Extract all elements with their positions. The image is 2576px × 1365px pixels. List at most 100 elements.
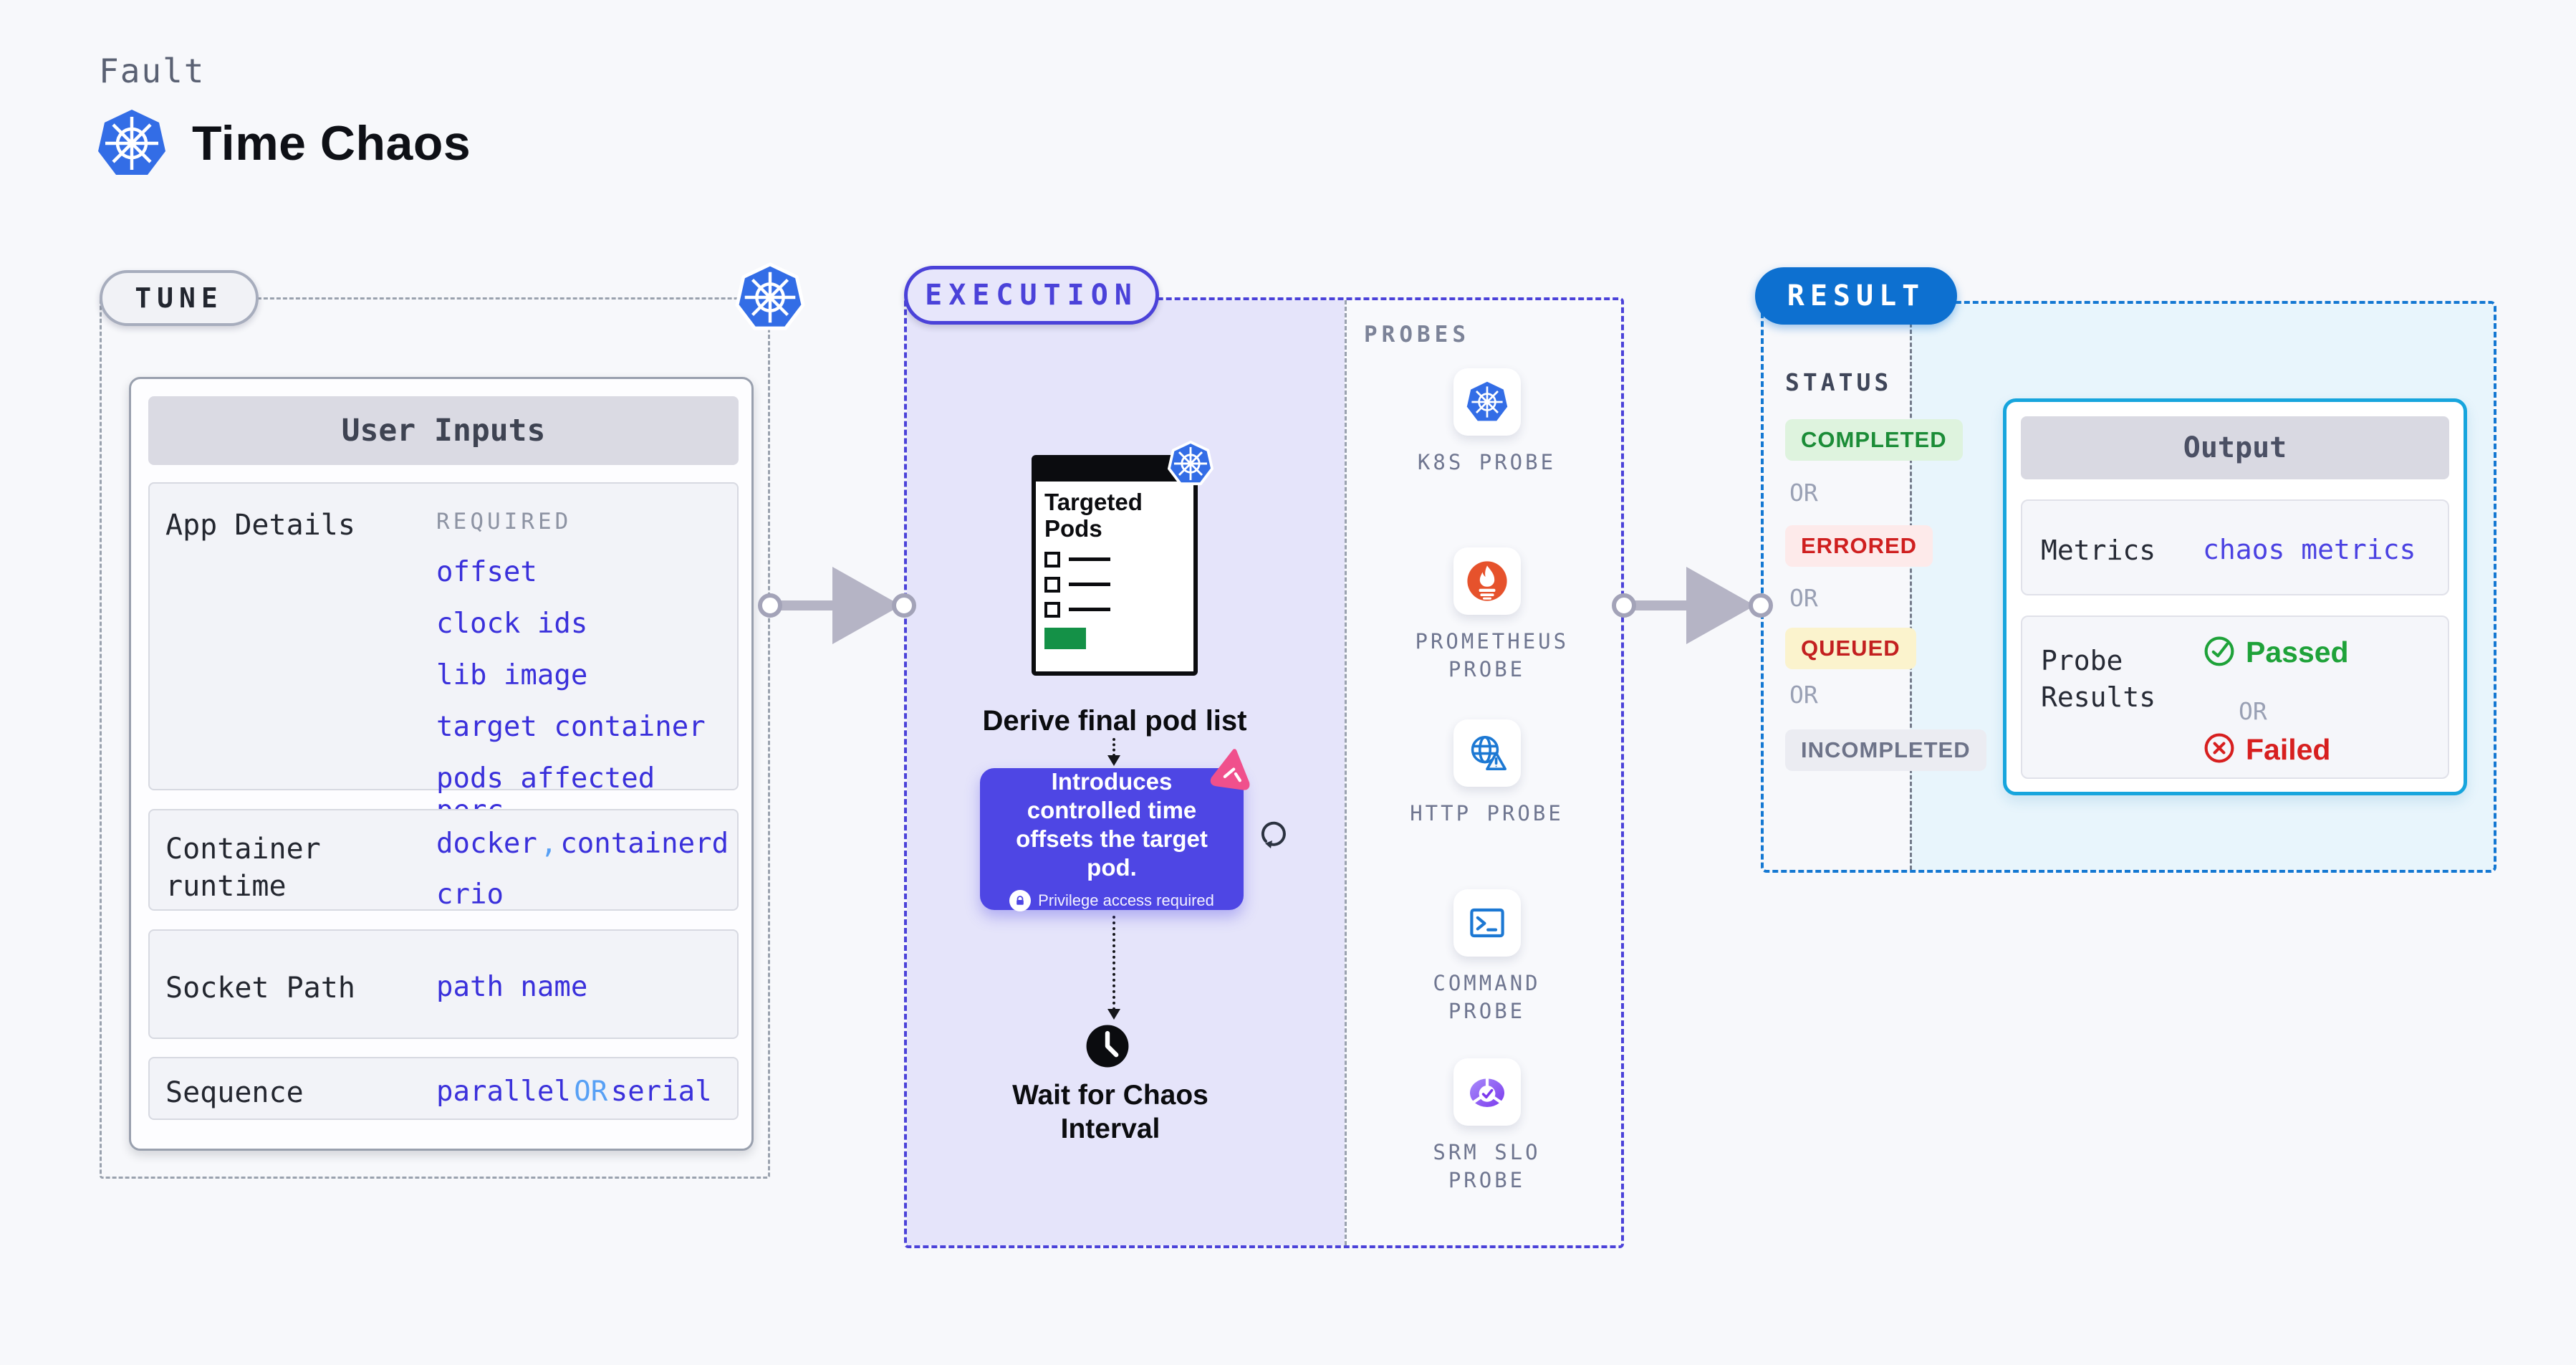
input-value: path name [436,971,588,1003]
probe-label: PROMETHEUS PROBE [1415,629,1570,682]
output-card: Output Metrics chaos metrics Probe Resul… [2003,398,2467,795]
probe-item: K8S PROBE [1347,368,1621,476]
container-runtime-label: Container runtime [165,833,321,903]
probe-label: COMMAND PROBE [1433,971,1541,1024]
socket-path-label: Socket Path [165,972,355,1005]
list-line [1069,608,1110,612]
http-globe-warning-icon [1453,719,1521,787]
metrics-value: chaos metrics [2203,534,2416,565]
or-separator: OR [1789,479,1818,507]
pod-list-item [1044,551,1188,567]
input-value: parallel [436,1076,571,1108]
probe-results-row: Probe Results Passed OR [2021,616,2449,779]
checkbox-icon [1044,601,1060,618]
terminal-icon [1453,889,1521,957]
tune-phase-badge: TUNE [100,270,259,326]
status-badge-incompleted: INCOMPLETED [1785,729,1986,771]
fault-description-text: Introduces controlled time offsets the t… [1016,767,1208,881]
list-line [1069,583,1110,587]
prometheus-icon [1453,547,1521,615]
kubernetes-icon [96,106,168,181]
targeted-pods-figure: Targeted Pods [1032,441,1213,676]
app-details-label: App Details [165,509,355,542]
wait-chaos-interval-label: Wait for Chaos Interval [1012,1080,1208,1144]
metrics-label: Metrics [2041,535,2156,566]
kubernetes-icon [1168,441,1213,487]
separator: , [540,828,557,860]
or-separator: OR [1789,681,1818,709]
status-badge-queued: QUEUED [1785,628,1916,669]
privilege-note: Privilege access required [1038,891,1214,909]
or-separator: OR [1789,584,1818,612]
window-title-bar [1035,459,1194,482]
pod-list-item [1044,576,1188,593]
flow-connector [1112,916,1115,1010]
fault-description-card: Introduces controlled time offsets the t… [980,767,1244,911]
checkbox-icon [1044,576,1060,593]
connector-dot [758,593,782,618]
or-separator: OR [2239,697,2267,725]
required-tag: REQUIRED [436,509,572,535]
flow-connector [1112,738,1115,757]
input-value: crio [436,878,504,911]
probe-item: SRM SLO PROBE [1347,1058,1621,1194]
probe-item: COMMAND PROBE [1347,889,1621,1025]
sequence-label: Sequence [165,1076,304,1109]
tune-section-box [100,297,770,1179]
status-badge-errored: ERRORED [1785,525,1933,567]
probe-results-label: Probe Results [2041,645,2156,714]
input-value: containerd [560,828,729,860]
input-value: serial [610,1076,712,1108]
probe-item: HTTP PROBE [1347,719,1621,828]
metrics-row: Metrics chaos metrics [2021,499,2449,595]
probes-title: PROBES [1364,322,1470,348]
input-value: lib image [436,659,588,691]
targeted-pods-title: Targeted Pods [1044,489,1143,542]
green-action-bar [1044,627,1086,649]
clock-icon [1085,1023,1130,1069]
retry-loop-icon [1255,815,1291,851]
probe-label: SRM SLO PROBE [1433,1140,1541,1193]
list-line [1069,557,1110,562]
passed-check-icon [2203,634,2236,671]
checkbox-icon [1044,551,1060,567]
arrowhead [1686,567,1755,644]
chaos-pink-icon [1208,744,1256,792]
user-inputs-header: User Inputs [148,396,739,465]
sequence-row: Sequence parallel OR serial [148,1057,739,1120]
input-value: target container [436,711,706,743]
execution-phase-badge: EXECUTION [904,266,1159,325]
fault-eyebrow: Fault [99,52,206,90]
derive-pod-list-label: Derive final pod list [982,705,1247,737]
probe-label: K8S PROBE [1417,450,1557,474]
input-value: offset [436,556,537,588]
arrowhead [1107,755,1120,766]
kubernetes-icon [735,262,805,332]
probe-item: PROMETHEUS PROBE [1347,547,1621,684]
connector-dot [1749,593,1773,618]
slo-gauge-icon [1453,1058,1521,1126]
connector-dot [892,593,916,618]
failed-x-icon [2203,732,2236,768]
arrowhead [832,567,901,644]
output-header: Output [2021,416,2449,479]
status-title: STATUS [1785,368,1893,396]
probes-panel: PROBES K8S PROBE [1345,300,1621,1245]
probe-label: HTTP PROBE [1410,801,1564,825]
result-phase-badge: RESULT [1755,267,1957,325]
or-keyword: OR [574,1076,608,1108]
status-badge-completed: COMPLETED [1785,419,1963,461]
input-value: clock ids [436,608,588,640]
connector-dot [1612,593,1636,618]
pod-list-item [1044,601,1188,618]
container-runtime-row: Container runtime docker , containerd cr… [148,809,739,911]
socket-path-row: Socket Path path name [148,929,739,1039]
arrowhead [1107,1009,1120,1020]
passed-label: Passed [2246,636,2349,669]
app-details-row: App Details REQUIRED offset clock ids li… [148,482,739,827]
page-title: Time Chaos [192,116,471,171]
failed-label: Failed [2246,733,2331,766]
kubernetes-icon [1453,368,1521,436]
lock-icon [1009,889,1032,911]
